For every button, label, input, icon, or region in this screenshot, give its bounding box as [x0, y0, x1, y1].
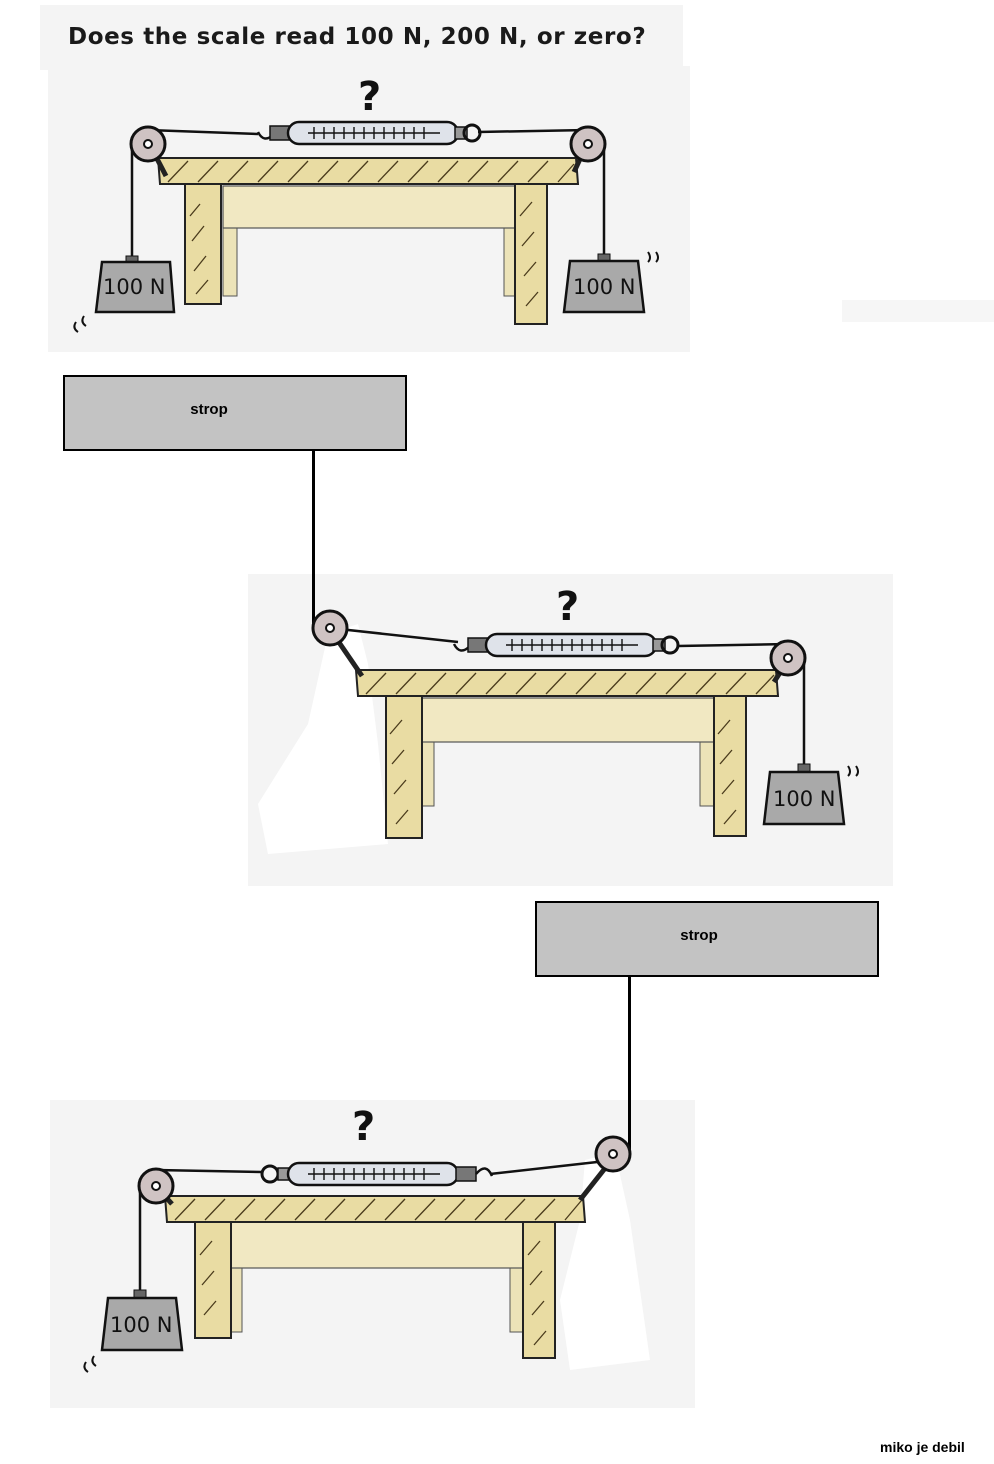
ceiling-box-1: strop — [63, 375, 407, 451]
ceiling-rope-1 — [312, 450, 315, 628]
panel-1-background — [40, 5, 683, 70]
footer-note: miko je debil — [880, 1439, 965, 1455]
spring-scale — [452, 632, 680, 658]
table-apron — [419, 697, 715, 743]
spring-scale — [260, 1161, 494, 1187]
question-title: Does the scale read 100 N, 200 N, or zer… — [68, 24, 647, 50]
table-front-leg — [514, 183, 548, 325]
tabletop — [354, 669, 780, 697]
panel-edge-strip — [842, 300, 994, 322]
table-front-leg — [522, 1219, 556, 1359]
table-front-leg — [194, 1219, 232, 1339]
scale-question-mark: ? — [556, 584, 579, 630]
weight-left: 100 N — [100, 1289, 184, 1352]
weight-left: 100 N — [94, 255, 176, 314]
weight-right: 100 N — [762, 763, 846, 826]
ceiling-label: strop — [190, 400, 228, 418]
scene-ceiling-left: ? 100 N — [258, 584, 859, 854]
table-front-leg — [385, 695, 423, 839]
table-apron — [222, 185, 519, 229]
ceiling-box-2: strop — [535, 901, 879, 977]
scene-ceiling-right: ? 100 N — [83, 1104, 650, 1373]
weight-label: 100 N — [773, 787, 835, 811]
spring-scale — [256, 120, 482, 146]
weight-label: 100 N — [573, 275, 635, 299]
weight-label: 100 N — [103, 275, 165, 299]
scale-question-mark: ? — [358, 74, 381, 120]
scene-two-weights: ? 100 N 100 N — [73, 74, 659, 333]
table-front-leg — [713, 695, 747, 837]
table-apron — [227, 1221, 525, 1269]
ceiling-label: strop — [680, 926, 718, 944]
weight-label: 100 N — [110, 1313, 172, 1337]
scale-question-mark: ? — [352, 1104, 375, 1150]
ceiling-rope-2 — [628, 976, 631, 1156]
weight-right: 100 N — [562, 253, 646, 314]
